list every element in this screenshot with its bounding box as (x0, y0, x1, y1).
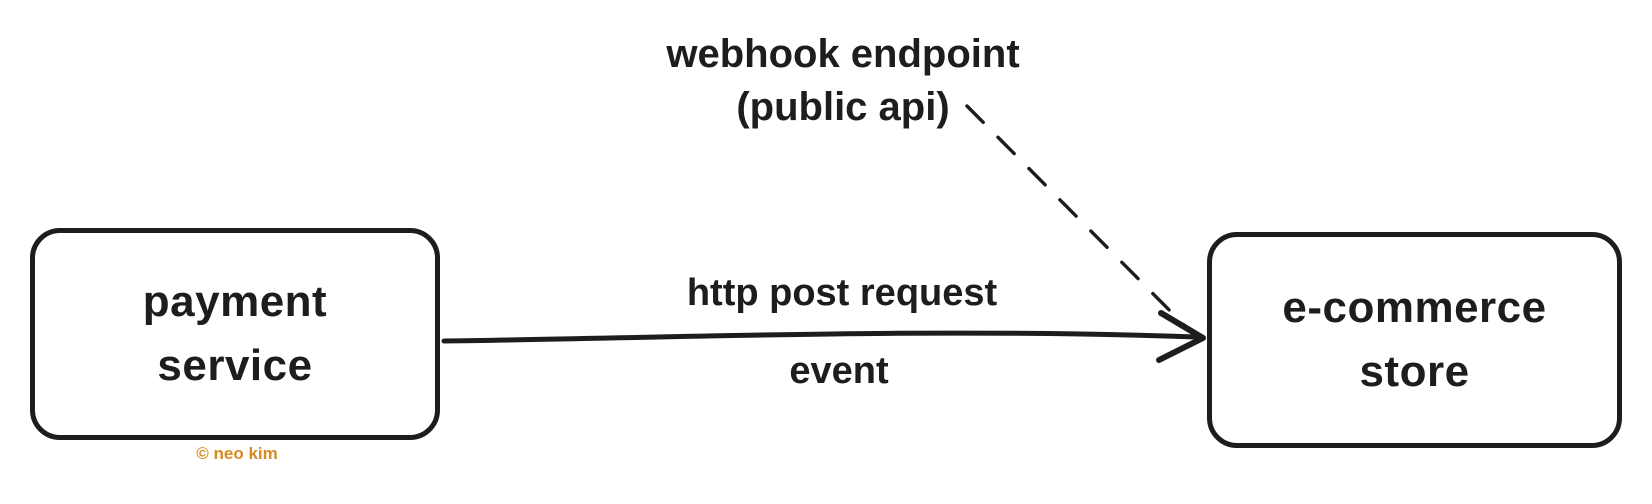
node-ecommerce-store-label-line1: e-commerce (1282, 283, 1547, 332)
event-label: event (789, 350, 889, 392)
node-ecommerce-store-label-line2: store (1359, 347, 1470, 396)
http-post-request-label: http post request (686, 272, 998, 314)
webhook-dashed-line (965, 104, 1188, 329)
webhook-endpoint-label: webhook endpoint (public api) (666, 28, 1019, 134)
http-post-arrowhead-icon (1156, 310, 1206, 363)
webhook-endpoint-label-line2: (public api) (736, 85, 950, 129)
node-payment-service-label-line2: service (157, 341, 313, 390)
node-payment-service: payment service (30, 228, 440, 440)
webhook-endpoint-label-line1: webhook endpoint (666, 32, 1020, 76)
watermark: © neo kim (196, 444, 278, 463)
http-post-arrow-line (441, 330, 1199, 344)
node-ecommerce-store: e-commerce store (1207, 232, 1622, 448)
node-payment-service-label-line1: payment (142, 277, 328, 326)
